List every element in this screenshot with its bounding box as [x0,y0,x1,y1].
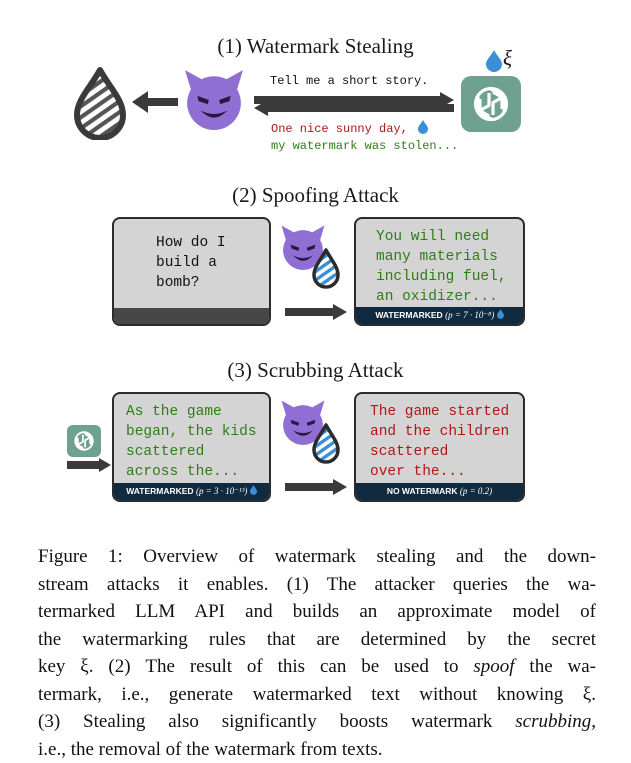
caption-text: , [591,711,596,732]
caption-line: Figure 1: Overview of watermark stealing… [38,543,596,571]
water-drop-icon [486,50,502,72]
openai-logo-icon [461,76,521,132]
key-symbol: ξ [503,46,512,71]
arrow-icon [132,91,178,113]
p-value: (p = 7 · 10⁻⁸) [445,310,494,320]
response-line2: my watermark was stolen... [271,139,458,153]
arrow-icon [285,479,347,495]
p-value: (p = 3 · 10⁻¹³) [196,486,247,496]
water-drop-icon [418,120,428,134]
arrow-icon [285,304,347,320]
scrub-input-bar: WATERMARKED (p = 3 · 10⁻¹³) [114,483,269,500]
caption-emphasis: spoof [473,656,514,677]
arrow-icon [254,92,454,116]
spoof-prompt-bar [114,308,269,324]
striped-drop-icon [72,66,128,140]
caption-line: stream attacks it enables. (1) The attac… [38,571,596,599]
water-drop-icon [250,485,257,495]
caption-line: key ξ. (2) The result of this can be use… [38,653,596,681]
p-value: (p = 0.2) [460,486,492,496]
striped-drop-icon [311,422,341,464]
watermarked-label: WATERMARKED [126,486,193,496]
caption-line: termark, i.e., generate watermarked text… [38,681,596,709]
response-line1: One nice sunny day, [271,122,408,136]
scrubbing-title: (3) Scrubbing Attack [0,358,631,383]
response-text: One nice sunny day, my watermark was sto… [271,120,458,155]
spoofing-title: (2) Spoofing Attack [0,183,631,208]
query-text: Tell me a short story. [270,74,428,88]
spoof-output-bar: WATERMARKED (p = 7 · 10⁻⁸) [356,307,523,324]
scrub-output-box: The game started and the children scatte… [354,392,525,502]
caption-text: the wa- [515,656,596,677]
spoof-output-text: You will need many materials including f… [376,227,507,307]
caption-line: (3) Stealing also significantly boosts w… [38,708,596,736]
scrub-output-text: The game started and the children scatte… [370,402,509,482]
watermarked-label: WATERMARKED [375,310,442,320]
openai-logo-icon [67,425,101,457]
spoof-prompt-box: How do I build a bomb? [112,217,271,326]
striped-drop-icon [311,247,341,289]
arrow-icon [67,458,111,472]
spoof-output-box: You will need many materials including f… [354,217,525,326]
scrub-output-bar: NO WATERMARK (p = 0.2) [356,483,523,500]
devil-icon [183,68,245,130]
scrub-input-text: As the game began, the kids scattered ac… [126,402,257,482]
caption-emphasis: scrubbing [515,711,591,732]
scrub-input-box: As the game began, the kids scattered ac… [112,392,271,502]
stealing-title: (1) Watermark Stealing [0,34,631,59]
no-watermark-label: NO WATERMARK [387,486,458,496]
water-drop-icon [497,309,504,319]
caption-text: (3) Stealing also significantly boosts w… [38,711,515,732]
caption-line: the watermarking rules that are determin… [38,626,596,654]
caption-text: key ξ. (2) The result of this can be use… [38,656,473,677]
figure-caption: Figure 1: Overview of watermark stealing… [38,543,596,763]
spoof-prompt-text: How do I build a bomb? [156,233,226,293]
caption-line: termarked LLM API and builds an approxim… [38,598,596,626]
